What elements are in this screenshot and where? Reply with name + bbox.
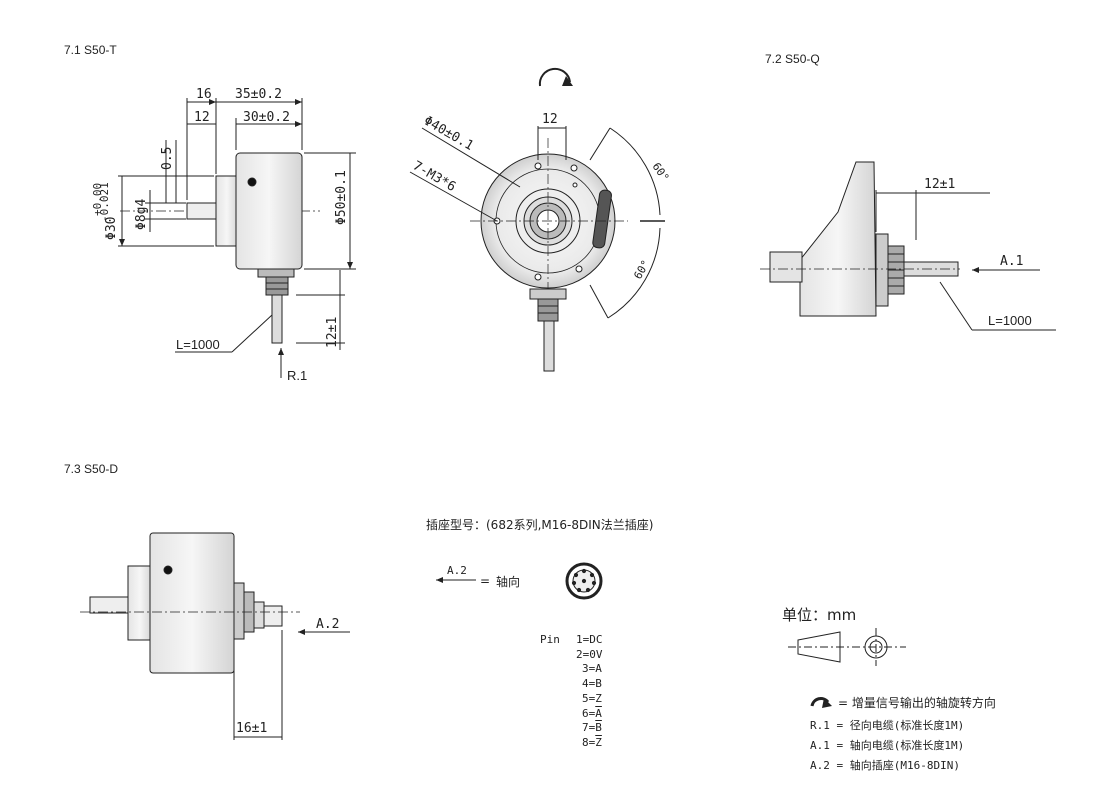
front-dim-phi40: Φ40±0.1 [421, 113, 476, 153]
rotation-direction-icon [810, 697, 832, 708]
s50-t-side-view [118, 98, 356, 378]
pin-3: 3=A [582, 662, 602, 676]
pin-8: 8=Z [582, 735, 602, 749]
s50-d-side-view [80, 532, 350, 740]
dim-35: 35±0.2 [235, 87, 282, 102]
connector-axial-label: 轴向 [496, 575, 521, 589]
dim-12-pm1: 12±1 [325, 317, 340, 348]
pin-list: Pin 1=DC 2=0V 3=A 4=B 5=Z 6=A 7=B 8=Z [540, 633, 603, 751]
dim-tolerance-upper: +0.00 [91, 183, 104, 216]
dim-tolerance-lower: -0.021 [98, 182, 111, 222]
legend-a1: A.1 = 轴向电缆(标准长度1M) [810, 739, 965, 752]
pin-2: 2=0V [576, 647, 603, 661]
connector-label-a2: A.2 [447, 564, 467, 577]
s3-dim-16-pm1: 16±1 [236, 721, 267, 736]
front-angle-60-bottom: 60° [631, 258, 652, 282]
pin-label: Pin [540, 633, 560, 646]
dim-16: 16 [196, 87, 212, 102]
connector-symbol [436, 562, 603, 600]
legend-rotation: = 增量信号输出的轴旋转方向 [838, 696, 996, 710]
s2-label-a1: A.1 [1000, 254, 1023, 269]
front-view [409, 67, 665, 372]
pin-7: 7=B [582, 721, 602, 735]
dim-phi30: Φ30 [104, 217, 119, 240]
legend-r1: R.1 = 径向电缆(标准长度1M) [810, 719, 965, 732]
pin-6: 6=A [582, 706, 602, 720]
front-dim-12: 12 [542, 112, 558, 127]
dim-12: 12 [194, 110, 210, 125]
dim-phi8g4: Φ8g4 [134, 199, 149, 230]
projection-symbol [788, 628, 906, 666]
section-title-s50-t: 7.1 S50-T [64, 43, 117, 57]
connector-title: 插座型号：(682系列,M16-8DIN法兰插座) [426, 518, 654, 532]
front-dim-7-m3: 7-M3*6 [410, 158, 458, 194]
section-title-s50-d: 7.3 S50-D [64, 462, 119, 476]
legend-a2: A.2 = 轴向插座(M16-8DIN) [810, 759, 960, 772]
unit-label: 单位：mm [782, 606, 857, 624]
s3-label-a2: A.2 [316, 617, 339, 632]
pin-5: 5=Z [582, 691, 602, 705]
pin-1: 1=DC [576, 633, 603, 646]
dim-0-5: 0.5 [160, 147, 175, 170]
pin-4: 4=B [582, 677, 602, 691]
section-title-s50-q: 7.2 S50-Q [765, 52, 820, 66]
label-r1: R.1 [287, 368, 307, 383]
dim-30: 30±0.2 [243, 110, 290, 125]
s2-dim-l1000: L=1000 [988, 313, 1032, 328]
dim-phi50: Φ50±0.1 [334, 170, 349, 225]
s50-q-side-view [760, 161, 1056, 331]
connector-equals: = [480, 574, 491, 588]
dim-l1000-radial: L=1000 [176, 337, 220, 352]
s2-dim-12-pm1: 12±1 [924, 177, 955, 192]
